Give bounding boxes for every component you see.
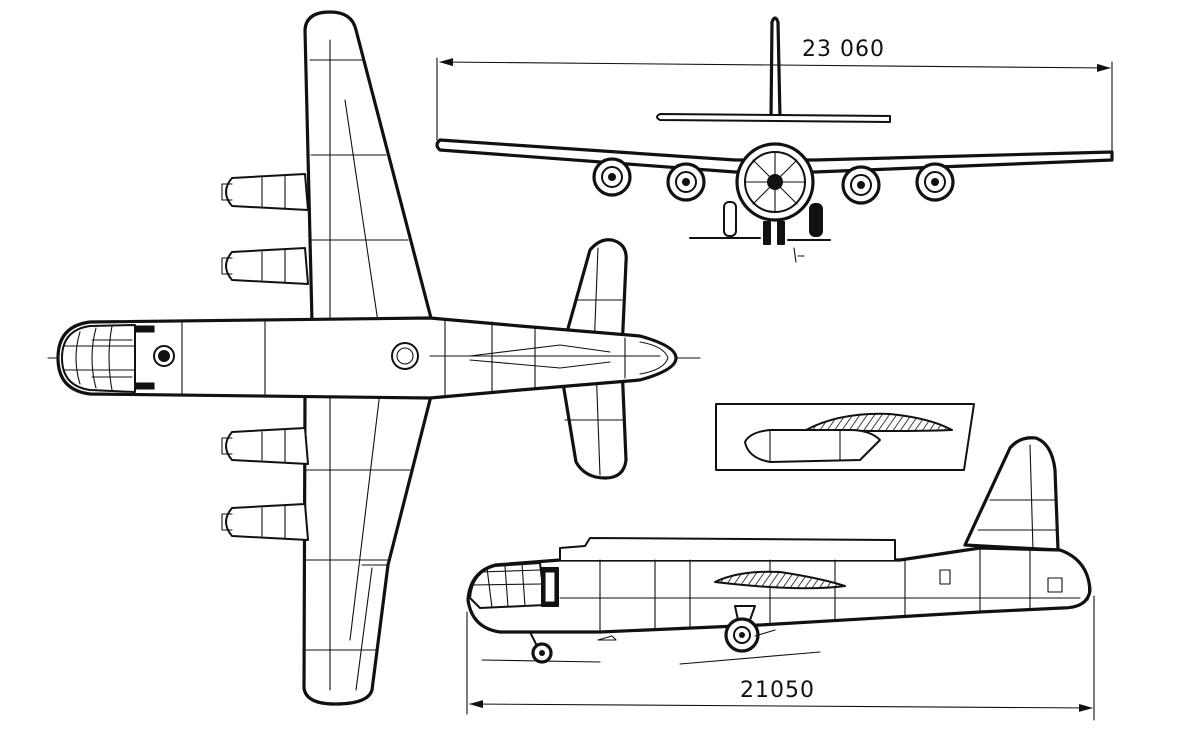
engine-nacelle (221, 173, 309, 211)
engine-front (666, 162, 706, 202)
side-view-fuselage (466, 546, 1092, 634)
front-view-horizontal-tail (656, 113, 891, 123)
nacelle-section (744, 429, 881, 463)
engine-nacelle (221, 503, 309, 541)
top-view-engines (221, 173, 309, 541)
engine-nacelle (221, 427, 309, 465)
engine-front (841, 165, 881, 205)
wing-section-detail (715, 403, 975, 471)
length-dimension: 21050 (466, 595, 1095, 721)
wingspan-dimension: 23 060 (436, 37, 1113, 151)
wingspan-label: 23 060 (802, 37, 885, 62)
airfoil-section (805, 412, 953, 432)
main-gear (679, 605, 821, 665)
top-view (47, 10, 701, 706)
top-view-upper-wing (303, 10, 434, 324)
nose-gear (481, 631, 601, 664)
top-view-horizontal-tail (558, 363, 628, 480)
front-view-engines (592, 157, 955, 205)
top-view-fuselage (56, 316, 678, 400)
dorsal-turret (391, 342, 419, 370)
front-view-wing (435, 138, 1114, 174)
side-view-wing-root (714, 570, 846, 590)
front-view-landing-gear (689, 201, 831, 263)
top-view-horizontal-tail (560, 238, 628, 352)
nose-glazing (61, 324, 136, 393)
side-view (466, 436, 1092, 665)
side-view-vertical-fin (963, 436, 1060, 552)
front-view-vertical-fin (769, 16, 782, 120)
engine-nacelle (221, 247, 309, 285)
top-view-lower-wing (302, 390, 434, 706)
engine-front (592, 157, 632, 197)
engine-front (915, 162, 955, 202)
length-label: 21050 (740, 678, 815, 703)
front-view (435, 16, 1114, 263)
